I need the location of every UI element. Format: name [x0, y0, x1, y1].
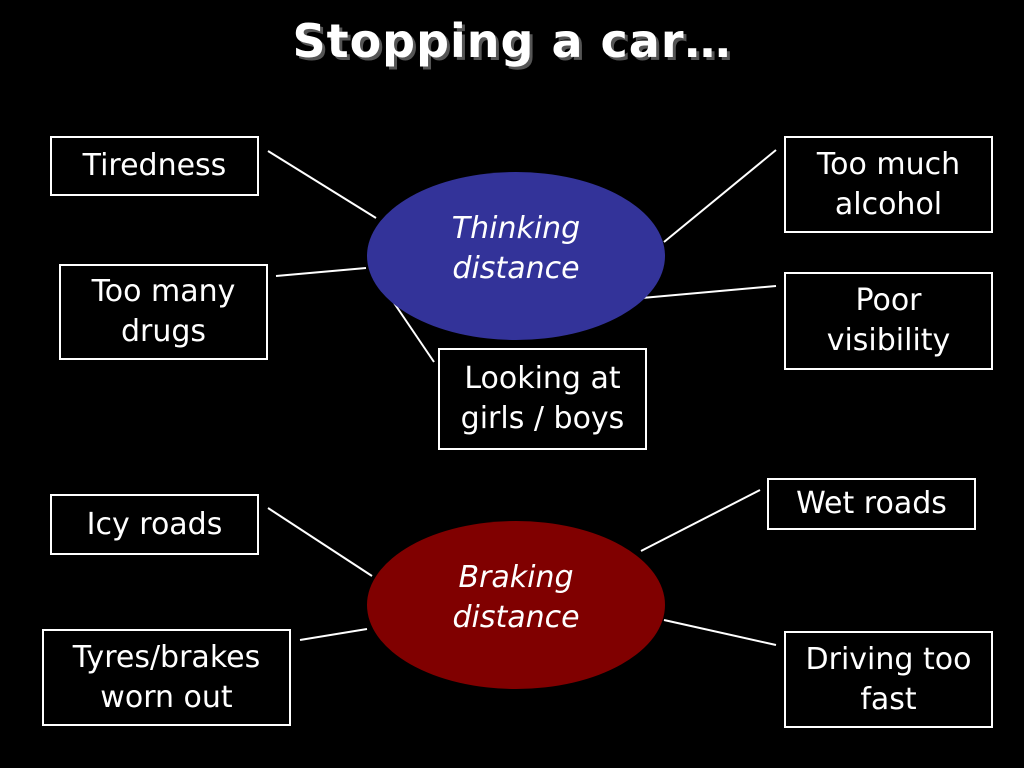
- slide-title: Stopping a car…: [292, 14, 732, 68]
- connector-visibility: [641, 285, 777, 299]
- braking-distance-label: Braking distance: [452, 560, 580, 635]
- factor-icy-roads: Icy roads: [50, 494, 259, 555]
- connector-tyres: [299, 628, 368, 641]
- connector-wet: [640, 489, 761, 552]
- connector-icy: [267, 507, 373, 577]
- connector-tiredness: [267, 150, 377, 219]
- factor-too-much-alcohol: Too much alcohol: [784, 136, 993, 233]
- thinking-distance-ellipse: Thinking distance: [367, 172, 665, 340]
- factor-tyres-brakes-worn-out: Tyres/brakes worn out: [42, 629, 291, 726]
- connector-looking: [391, 299, 435, 363]
- connector-drugs: [275, 267, 367, 277]
- connector-alcohol: [663, 149, 777, 243]
- factor-driving-too-fast: Driving too fast: [784, 631, 993, 728]
- factor-tiredness: Tiredness: [50, 136, 259, 196]
- factor-too-many-drugs: Too many drugs: [59, 264, 268, 360]
- braking-distance-ellipse: Braking distance: [367, 521, 665, 689]
- connector-speed: [663, 619, 777, 646]
- factor-poor-visibility: Poor visibility: [784, 272, 993, 370]
- thinking-distance-label: Thinking distance: [451, 211, 581, 286]
- factor-looking-at-girls-boys: Looking at girls / boys: [438, 348, 647, 450]
- factor-wet-roads: Wet roads: [767, 478, 976, 530]
